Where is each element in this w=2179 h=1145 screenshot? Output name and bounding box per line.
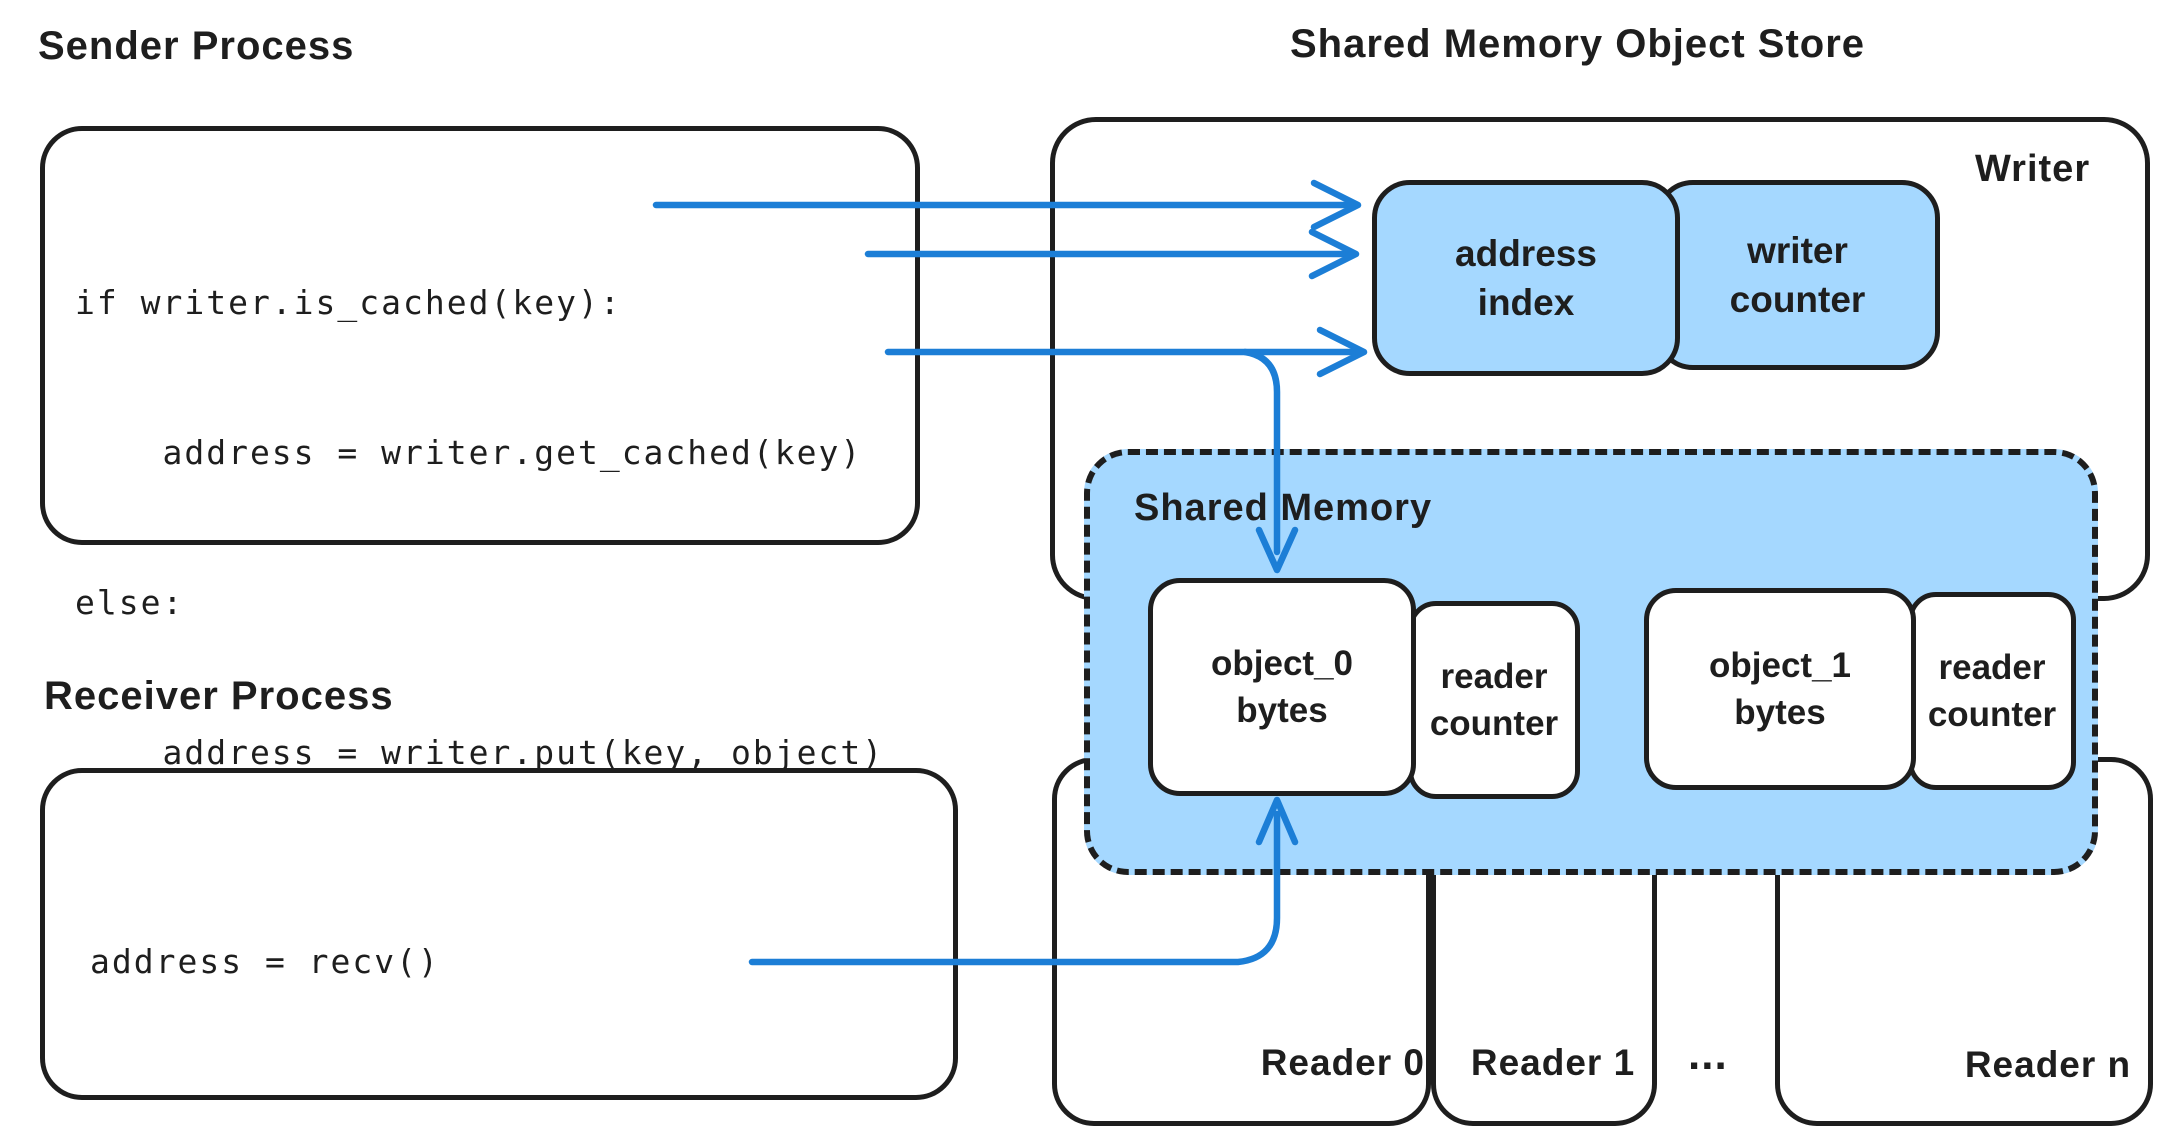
address-index-box: address index (1372, 180, 1680, 376)
writer-box-label: Writer (1975, 148, 2091, 190)
reader-counter-1-box: reader counter (1908, 592, 2076, 790)
receiver-code-line (90, 1087, 746, 1137)
sender-code-line: if writer.is_cached(key): (75, 283, 622, 322)
receiver-process-title: Receiver Process (44, 674, 394, 718)
receiver-code-line: address = recv() (90, 942, 440, 981)
sender-code-line: address = writer.get_cached(key) (75, 433, 863, 472)
reader-counter-1-line1: reader (1938, 648, 2046, 687)
sender-code-line: address = writer.put(key, object) (75, 733, 885, 772)
reader-counter-0-line1: reader (1440, 657, 1548, 696)
sender-code-block: if writer.is_cached(key): address = writ… (75, 178, 884, 1145)
object-0-line1: object_0 (1211, 644, 1353, 683)
reader-counter-0-box: reader counter (1408, 601, 1580, 799)
address-index-line1: address (1455, 233, 1597, 274)
receiver-code-block: address = recv() object = reader_0.get(a… (90, 837, 746, 1145)
object-0-line2: bytes (1236, 691, 1328, 730)
sender-process-box (40, 126, 920, 545)
object-1-line1: object_1 (1709, 646, 1851, 685)
object-1-line2: bytes (1734, 693, 1826, 732)
reader-1-label: Reader 1 (1470, 1042, 1636, 1083)
object-0-bytes-box: object_0 bytes (1148, 578, 1416, 796)
writer-counter-line2: counter (1729, 279, 1866, 320)
reader-n-label: Reader n (1964, 1044, 2132, 1085)
readers-ellipsis: ... (1688, 1030, 1728, 1079)
writer-counter-box: writer counter (1655, 180, 1940, 370)
writer-counter-line1: writer (1747, 230, 1848, 271)
store-title: Shared Memory Object Store (1290, 22, 1866, 66)
object-1-bytes-box: object_1 bytes (1644, 588, 1916, 790)
reader-counter-1-line2: counter (1927, 695, 2057, 734)
reader-0-label: Reader 0 (1260, 1042, 1425, 1083)
sender-process-title: Sender Process (38, 24, 355, 68)
reader-counter-0-line2: counter (1429, 704, 1559, 743)
address-index-line2: index (1477, 282, 1575, 323)
sender-code-line: else: (75, 583, 185, 622)
shared-memory-label: Shared Memory (1134, 487, 1433, 529)
